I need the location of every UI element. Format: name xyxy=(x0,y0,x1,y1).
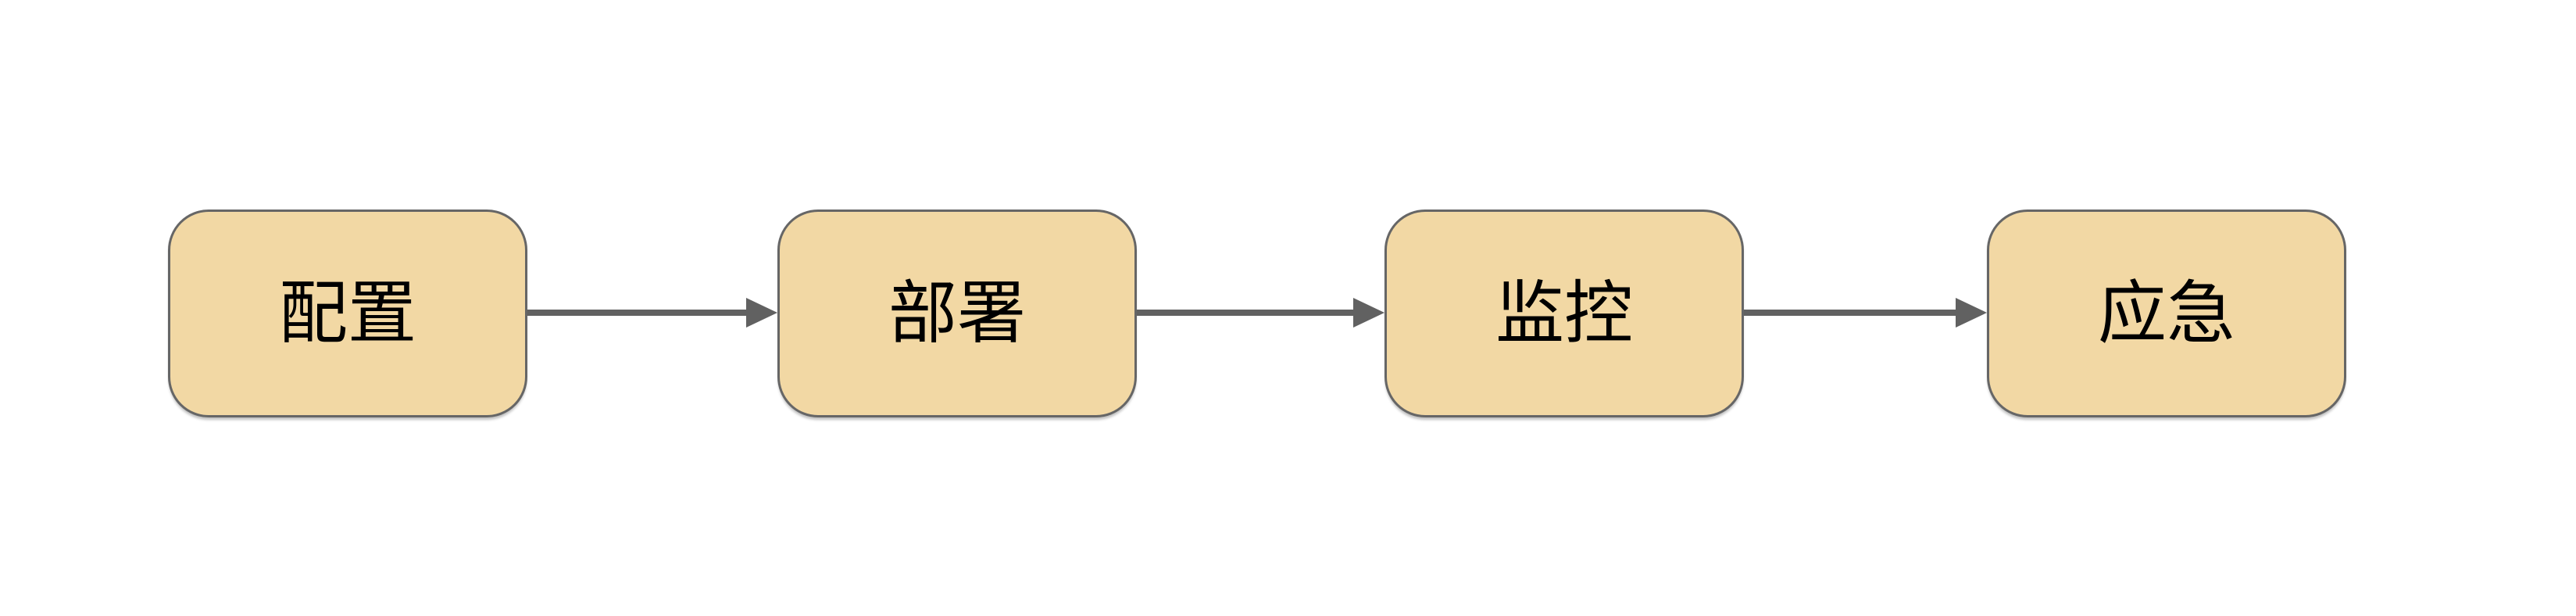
arrow-line xyxy=(1744,310,1956,316)
flow-arrow-deploy-to-monitor xyxy=(1137,298,1384,328)
arrow-right-icon xyxy=(1956,298,1987,328)
node-label-monitor: 监控 xyxy=(1495,274,1633,352)
flow-node-emergency: 应急 xyxy=(1987,210,2346,417)
flow-node-monitor: 监控 xyxy=(1384,210,1744,417)
node-label-config: 配置 xyxy=(278,274,416,352)
arrow-line xyxy=(527,310,746,316)
flow-arrow-monitor-to-emergency xyxy=(1744,298,1987,328)
flow-arrow-config-to-deploy xyxy=(527,298,777,328)
flow-node-config: 配置 xyxy=(168,210,527,417)
node-label-deploy: 部署 xyxy=(888,274,1026,352)
arrow-right-icon xyxy=(746,298,777,328)
arrow-line xyxy=(1137,310,1353,316)
node-label-emergency: 应急 xyxy=(2097,274,2235,352)
flow-node-deploy: 部署 xyxy=(777,210,1137,417)
arrow-right-icon xyxy=(1353,298,1384,328)
